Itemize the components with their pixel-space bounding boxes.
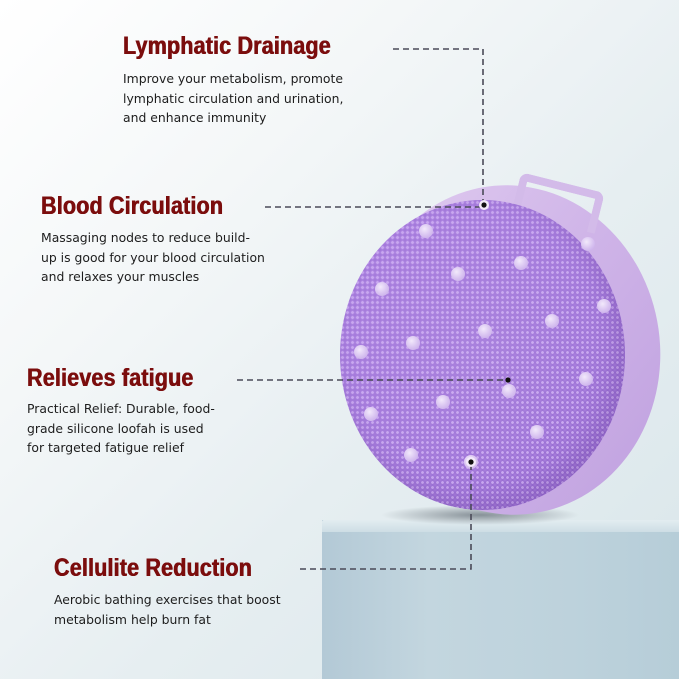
pedestal-top-edge <box>322 520 679 532</box>
massage-node <box>354 345 368 359</box>
massage-node <box>375 282 389 296</box>
massage-node <box>404 448 418 462</box>
massage-node <box>514 256 528 270</box>
feature-desc-blood: Massaging nodes to reduce build- up is g… <box>41 230 265 284</box>
massage-node <box>530 425 544 439</box>
feature-title-fatigue: Relieves fatigue <box>27 364 194 392</box>
massage-node <box>451 267 465 281</box>
connector-cellulite <box>300 462 472 570</box>
feature-desc-lymphatic: Improve your metabolism, promote lymphat… <box>123 71 344 125</box>
massage-node <box>419 224 433 238</box>
massage-node <box>579 372 593 386</box>
massage-node <box>364 407 378 421</box>
massage-node <box>436 395 450 409</box>
feature-desc-fatigue: Practical Relief: Durable, food- grade s… <box>27 401 215 455</box>
feature-title-blood: Blood Circulation <box>41 192 224 220</box>
feature-title-lymphatic: Lymphatic Drainage <box>123 32 331 60</box>
brush-bristle-face <box>340 200 625 510</box>
display-pedestal <box>322 520 679 679</box>
feature-desc-cellulite: Aerobic bathing exercises that boost met… <box>54 592 281 627</box>
massage-node <box>581 237 595 251</box>
massage-node <box>597 299 611 313</box>
massage-node <box>478 324 492 338</box>
connector-lymphatic <box>393 48 484 205</box>
massage-node <box>406 336 420 350</box>
massage-node <box>502 384 516 398</box>
massage-node <box>545 314 559 328</box>
feature-title-cellulite: Cellulite Reduction <box>54 554 252 582</box>
